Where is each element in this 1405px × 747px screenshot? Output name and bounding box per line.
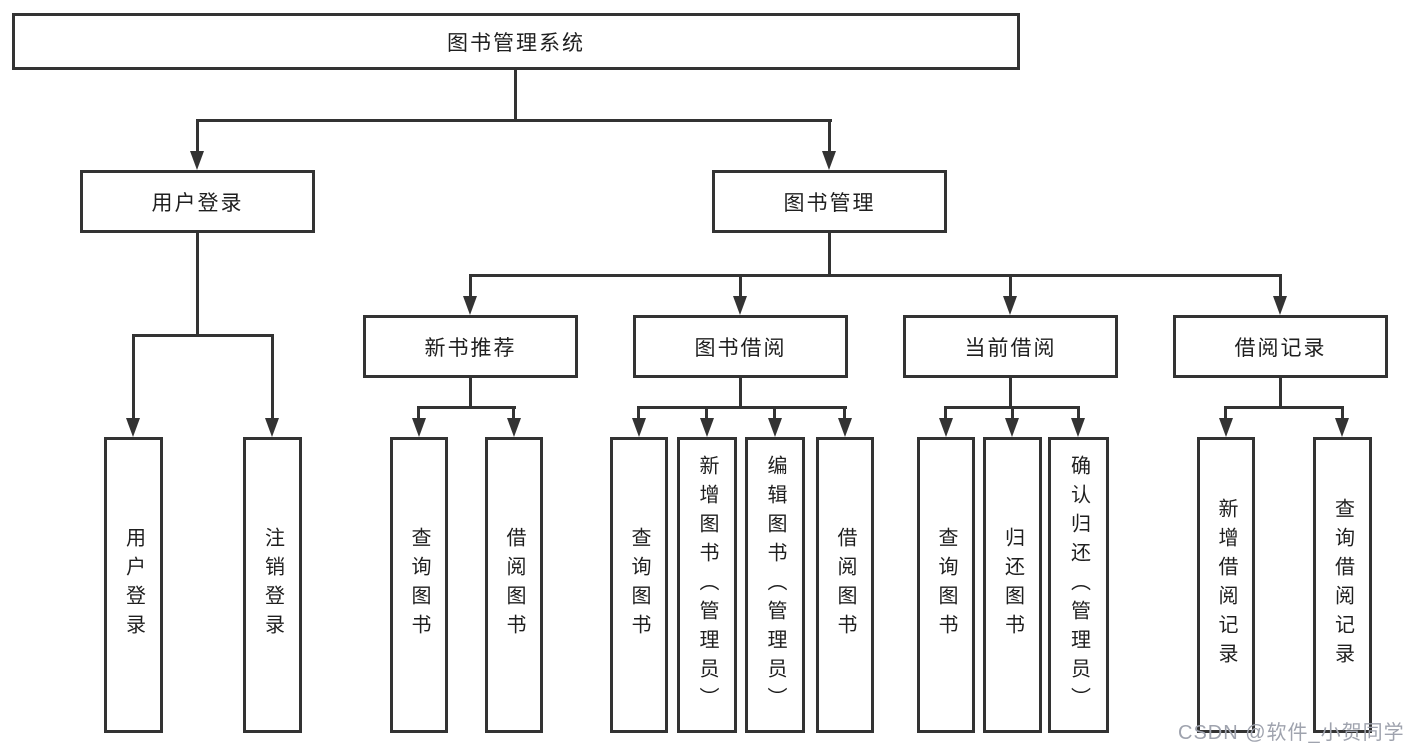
connector-line [469, 274, 472, 298]
leaf-return-book: 归还图书 [983, 437, 1042, 733]
leaf-query-books-recommend: 查询图书 [390, 437, 448, 733]
connector-line [1009, 378, 1012, 408]
leaf-label: 编辑图书（管理员） [764, 454, 786, 716]
connector-line [944, 406, 947, 420]
connector-line [828, 233, 831, 276]
leaf-edit-book-admin: 编辑图书（管理员） [745, 437, 805, 733]
arrow-down-icon [700, 418, 714, 437]
leaf-add-borrow-record: 新增借阅记录 [1197, 437, 1255, 733]
connector-line [828, 119, 831, 153]
arrow-down-icon [632, 418, 646, 437]
connector-line [1341, 406, 1344, 420]
connector-line [1279, 378, 1282, 408]
leaf-label: 新增借阅记录 [1215, 498, 1237, 672]
leaf-label: 新增图书（管理员） [696, 454, 718, 716]
leaf-user-login: 用户登录 [104, 437, 163, 733]
connector-line [637, 406, 847, 409]
arrow-down-icon [838, 418, 852, 437]
connector-line [843, 406, 846, 420]
connector-line [1279, 274, 1282, 298]
connector-line [271, 334, 274, 419]
leaf-confirm-return-admin: 确认归还（管理员） [1048, 437, 1109, 733]
node-root: 图书管理系统 [12, 13, 1020, 70]
arrow-down-icon [1005, 418, 1019, 437]
leaf-label: 用户登录 [122, 527, 145, 643]
arrow-down-icon [939, 418, 953, 437]
leaf-label: 确认归还（管理员） [1067, 454, 1090, 716]
connector-line [469, 378, 472, 408]
node-user-login: 用户登录 [80, 170, 315, 233]
csdn-watermark: CSDN @软件_小贺同学 [1178, 722, 1405, 744]
leaf-label: 查询借阅记录 [1331, 498, 1354, 672]
arrow-down-icon [1219, 418, 1233, 437]
node-book-borrow: 图书借阅 [633, 315, 848, 378]
connector-line [132, 334, 274, 337]
arrow-down-icon [507, 418, 521, 437]
connector-line [512, 406, 515, 420]
connector-line [469, 274, 1282, 277]
connector-line [1011, 406, 1014, 420]
connector-line [514, 70, 517, 122]
connector-line [1224, 406, 1227, 420]
leaf-label: 查询图书 [935, 527, 957, 643]
leaf-add-book-admin: 新增图书（管理员） [677, 437, 737, 733]
leaf-logout: 注销登录 [243, 437, 302, 733]
leaf-label: 查询图书 [628, 527, 650, 643]
connector-line [705, 406, 708, 420]
connector-line [196, 119, 199, 153]
connector-line [1224, 406, 1344, 409]
arrow-down-icon [1071, 418, 1085, 437]
connector-line [637, 406, 640, 420]
connector-line [1077, 406, 1080, 420]
leaf-label: 注销登录 [261, 527, 284, 643]
connector-line [1009, 274, 1012, 298]
leaf-label: 借阅图书 [503, 527, 525, 643]
arrow-down-icon [126, 418, 140, 437]
leaf-borrow-books-borrow: 借阅图书 [816, 437, 874, 733]
connector-line [196, 233, 199, 336]
arrow-down-icon [463, 296, 477, 315]
leaf-label: 归还图书 [1001, 527, 1024, 643]
node-new-book-recommend: 新书推荐 [363, 315, 578, 378]
node-book-management: 图书管理 [712, 170, 947, 233]
connector-line [773, 406, 776, 420]
connector-line [417, 406, 420, 420]
arrow-down-icon [733, 296, 747, 315]
arrow-down-icon [190, 151, 204, 170]
leaf-borrow-books-recommend: 借阅图书 [485, 437, 543, 733]
arrow-down-icon [822, 151, 836, 170]
arrow-down-icon [768, 418, 782, 437]
connector-line [196, 119, 832, 122]
node-borrow-records: 借阅记录 [1173, 315, 1388, 378]
connector-line [739, 378, 742, 408]
arrow-down-icon [1273, 296, 1287, 315]
arrow-down-icon [265, 418, 279, 437]
leaf-query-books-current: 查询图书 [917, 437, 975, 733]
leaf-query-books-borrow: 查询图书 [610, 437, 668, 733]
arrow-down-icon [1335, 418, 1349, 437]
node-current-borrow: 当前借阅 [903, 315, 1118, 378]
connector-line [739, 274, 742, 298]
leaf-label: 查询图书 [408, 527, 430, 643]
arrow-down-icon [412, 418, 426, 437]
arrow-down-icon [1003, 296, 1017, 315]
connector-line [417, 406, 516, 409]
leaf-query-borrow-record: 查询借阅记录 [1313, 437, 1372, 733]
leaf-label: 借阅图书 [834, 527, 856, 643]
connector-line [132, 334, 135, 419]
